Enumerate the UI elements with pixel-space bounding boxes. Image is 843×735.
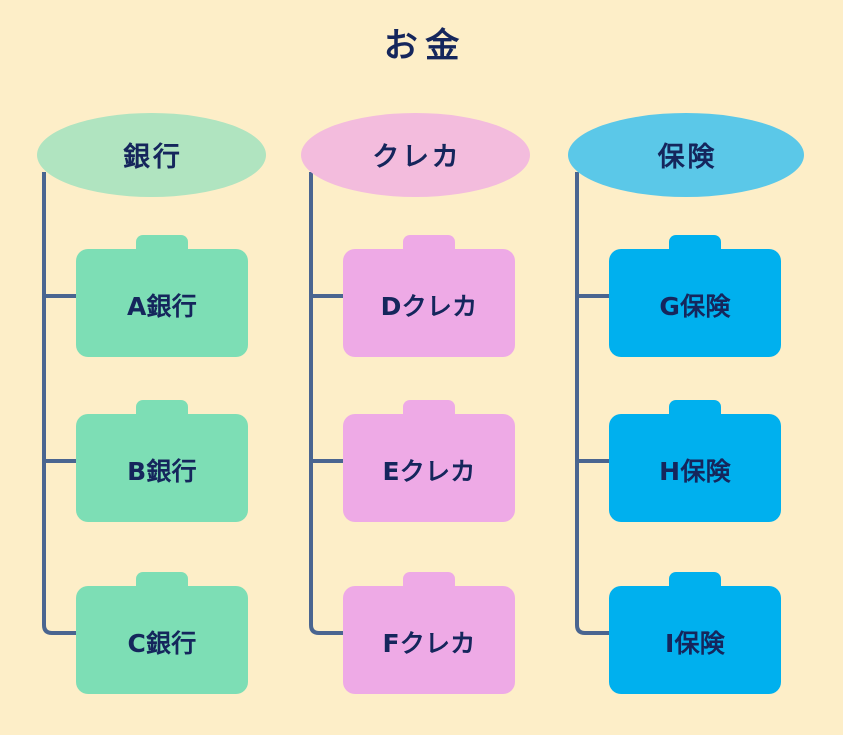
node-body: A銀行 <box>76 249 248 357</box>
group-ellipse-bank[interactable]: 銀行 <box>37 113 266 197</box>
node-body: G保険 <box>609 249 781 357</box>
connector-group-credit <box>309 172 343 635</box>
group-ellipse-credit[interactable]: クレカ <box>301 113 530 197</box>
group-ellipse-insurance[interactable]: 保険 <box>568 113 804 197</box>
node-bank-1[interactable]: A銀行 <box>76 235 248 357</box>
connector-group-insurance <box>575 172 609 635</box>
node-credit-2[interactable]: Eクレカ <box>343 400 515 522</box>
node-label: A銀行 <box>126 291 198 321</box>
node-bank-3[interactable]: C銀行 <box>76 572 248 694</box>
node-credit-3[interactable]: Fクレカ <box>343 572 515 694</box>
node-label: Fクレカ <box>382 628 476 658</box>
node-bank-2[interactable]: B銀行 <box>76 400 248 522</box>
node-body: Eクレカ <box>343 414 515 522</box>
node-insurance-3[interactable]: I保険 <box>609 572 781 694</box>
group-label-insurance: 保険 <box>657 141 718 173</box>
node-insurance-1[interactable]: G保険 <box>609 235 781 357</box>
node-label: I保険 <box>664 628 726 658</box>
connector-group-bank <box>42 172 76 635</box>
node-label: Dクレカ <box>380 291 478 321</box>
group-label-credit: クレカ <box>372 141 462 173</box>
group-label-bank: 銀行 <box>123 141 183 173</box>
node-credit-1[interactable]: Dクレカ <box>343 235 515 357</box>
node-label: Eクレカ <box>382 456 476 486</box>
node-body: Dクレカ <box>343 249 515 357</box>
node-body: B銀行 <box>76 414 248 522</box>
node-body: Fクレカ <box>343 586 515 694</box>
node-label: B銀行 <box>127 456 197 486</box>
node-insurance-2[interactable]: H保険 <box>609 400 781 522</box>
page-title: お金 <box>383 26 467 66</box>
node-label: C銀行 <box>127 628 197 658</box>
node-label: H保険 <box>659 456 731 486</box>
node-label: G保険 <box>659 291 731 321</box>
node-body: C銀行 <box>76 586 248 694</box>
node-body: H保険 <box>609 414 781 522</box>
node-body: I保険 <box>609 586 781 694</box>
